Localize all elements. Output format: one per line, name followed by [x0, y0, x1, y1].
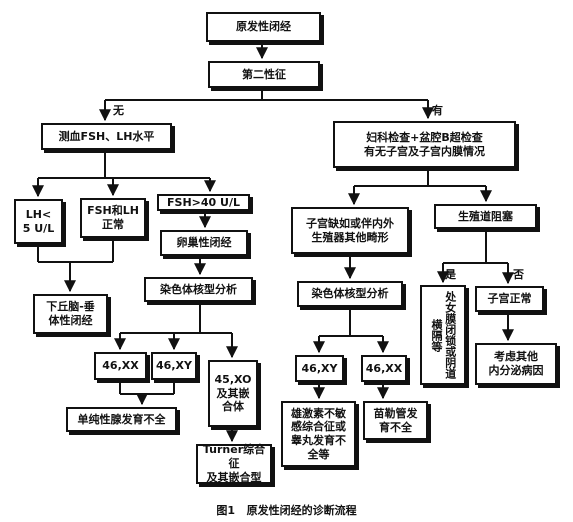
node-karyotype-left: 染色体核型分析 [144, 277, 253, 302]
node-imperforate-hymen: 处女膜闭锁或阴道横隔等 [420, 285, 466, 385]
imperforate-hymen-text: 处女膜闭锁或阴道横隔等 [430, 291, 457, 379]
node-secondary-sex-characteristics: 第二性征 [208, 61, 320, 88]
node-46xx-left: 46,XX [94, 352, 147, 380]
figure-caption: 图1 原发性闭经的诊断流程 [216, 504, 357, 517]
node-uterus-absent: 子宫缺如或伴内外 生殖器其他畸形 [291, 207, 409, 254]
label-yes-obstruction: 是 [445, 268, 456, 281]
node-measure-fsh-lh: 测血FSH、LH水平 [41, 123, 172, 150]
node-other-endocrine: 考虑其他 内分泌病因 [475, 343, 557, 385]
node-uterus-normal: 子宫正常 [475, 286, 544, 312]
node-turner-syndrome: Turner综合征 及其嵌合型 [196, 443, 272, 484]
label-yes: 有 [432, 104, 443, 117]
node-46xy-left: 46,XY [151, 352, 197, 380]
node-ovarian-amenorrhea: 卵巢性闭经 [160, 230, 248, 256]
node-gonadal-dysgenesis: 单纯性腺发育不全 [66, 407, 177, 432]
node-fsh-high: FSH>40 U/L [157, 194, 250, 211]
node-gyn-exam-ultrasound: 妇科检查+盆腔B超检查 有无子宫及子宫内膜情况 [333, 121, 516, 168]
node-hypothalamic-pituitary: 下丘脑-垂 体性闭经 [33, 294, 108, 334]
node-mullerian-agenesis: 苗勒管发 育不全 [363, 401, 428, 440]
node-karyotype-right: 染色体核型分析 [297, 281, 403, 307]
label-no: 无 [113, 104, 124, 117]
node-fsh-lh-normal: FSH和LH 正常 [80, 198, 146, 238]
node-46xx-right: 46,XX [361, 355, 407, 382]
node-46xy-right: 46,XY [295, 355, 344, 382]
node-androgen-insensitivity: 雄激素不敏 感综合征或 睾丸发育不 全等 [281, 401, 356, 467]
label-no-obstruction: 否 [513, 268, 524, 281]
node-tract-obstruction: 生殖道阻塞 [434, 204, 537, 229]
node-45xo: 45,XO 及其嵌 合体 [208, 360, 258, 427]
node-lh-low: LH< 5 U/L [14, 199, 63, 244]
node-primary-amenorrhea: 原发性闭经 [206, 12, 321, 42]
